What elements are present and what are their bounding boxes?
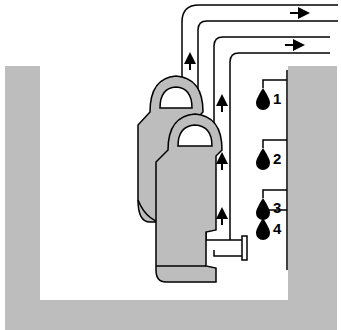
submersible-pump (156, 114, 222, 282)
pipe-flange (242, 236, 247, 260)
callout-number: 2 (273, 151, 281, 167)
callout-number: 3 (273, 200, 281, 216)
discharge-pipe (230, 53, 330, 240)
pit-wall (5, 66, 337, 330)
discharge-pipe (214, 250, 244, 256)
callout-number: 1 (273, 91, 281, 107)
discharge-pipe (206, 37, 330, 240)
callout-number: 4 (273, 221, 281, 237)
discharge-pipe (198, 21, 338, 215)
float-drop (256, 88, 270, 240)
